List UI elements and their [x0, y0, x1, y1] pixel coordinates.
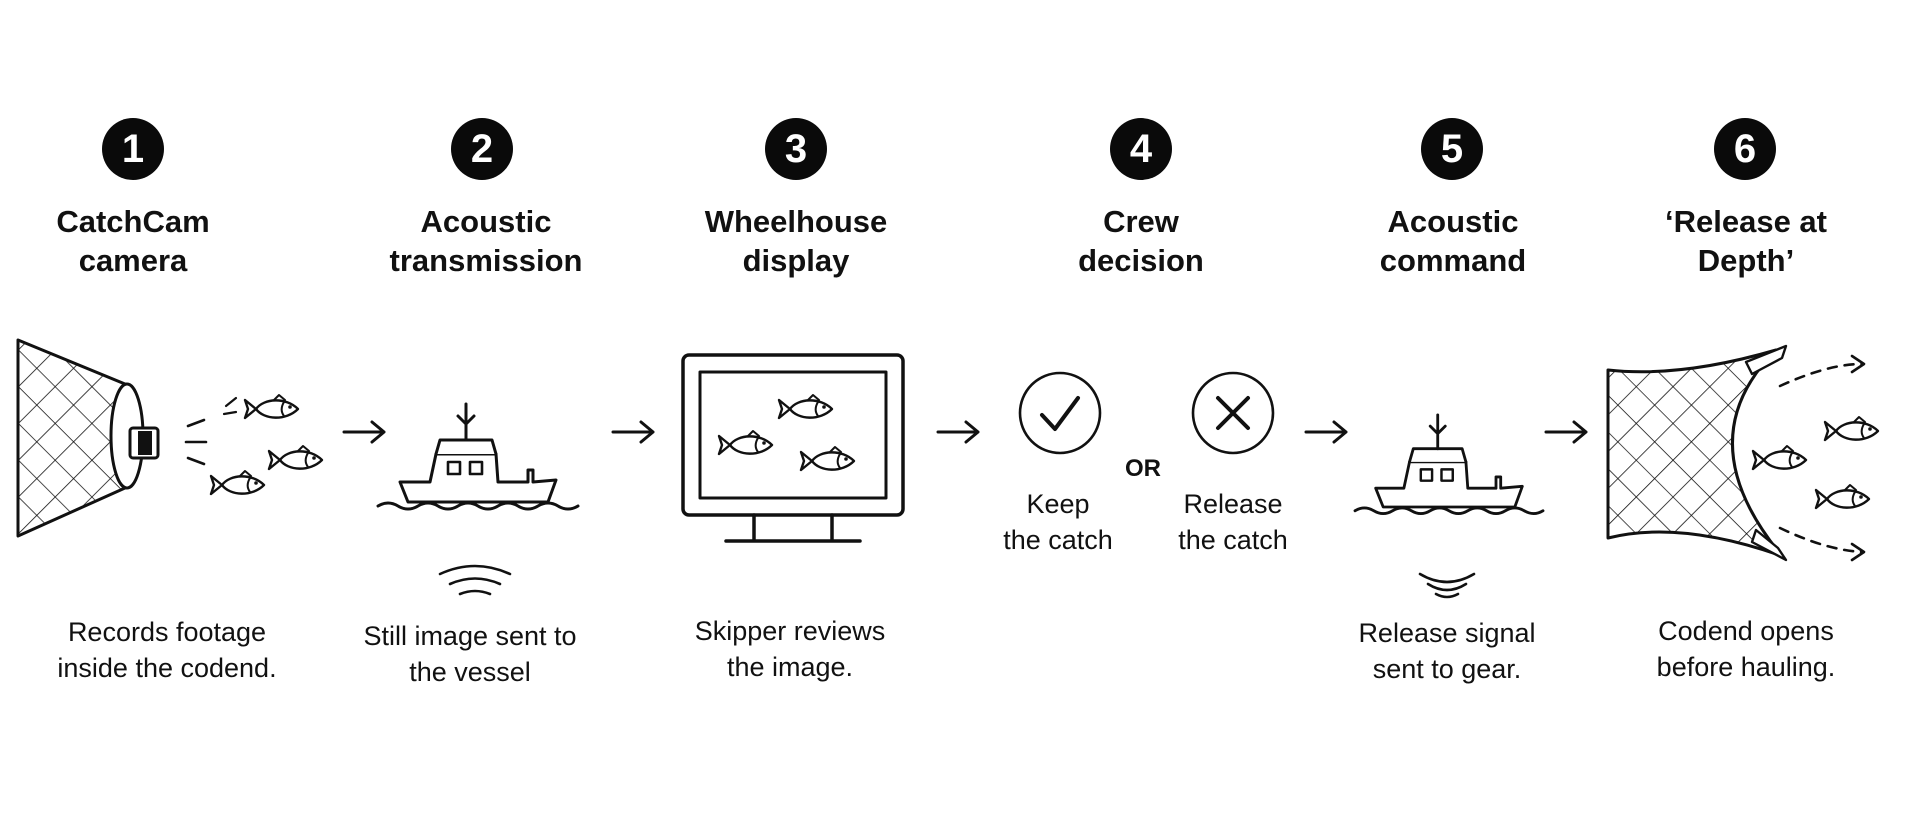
step-6-title: ‘Release at Depth’	[1665, 204, 1827, 278]
step-5-title: Acoustic command	[1379, 204, 1527, 278]
step-1-badge: 1	[102, 118, 164, 180]
or-label: OR	[1125, 455, 1161, 482]
x-circle-icon	[1191, 371, 1275, 455]
step-5-badge: 5	[1421, 118, 1483, 180]
step-1-caption: Records footage inside the codend.	[57, 617, 277, 683]
step-3-title: Wheelhouse display	[704, 204, 888, 278]
vessel-icon	[376, 402, 580, 596]
codend-camera-icon	[16, 338, 324, 538]
checkmark-circle-icon	[1018, 371, 1102, 455]
step-3-caption: Skipper reviews the image.	[694, 616, 886, 682]
step-6-badge: 6	[1714, 118, 1776, 180]
open-codend-icon	[1606, 344, 1880, 562]
step-4-title: Crew decision	[1078, 204, 1204, 278]
keep-catch-label: Keep the catch	[1003, 489, 1113, 555]
release-catch-label: Release the catch	[1178, 489, 1288, 555]
step-5-caption: Release signal sent to gear.	[1358, 618, 1536, 684]
step-3-badge: 3	[765, 118, 827, 180]
vessel-icon	[1353, 413, 1545, 599]
step-2-title: Acoustic transmission	[389, 204, 583, 278]
step-2-badge: 2	[451, 118, 513, 180]
arrow-icon	[342, 420, 1588, 444]
step-2-caption: Still image sent to the vessel	[363, 621, 577, 687]
monitor-icon	[681, 353, 905, 543]
step-4-badge: 4	[1110, 118, 1172, 180]
step-1-title: CatchCam camera	[56, 204, 210, 278]
step-6-caption: Codend opens before hauling.	[1656, 616, 1836, 682]
